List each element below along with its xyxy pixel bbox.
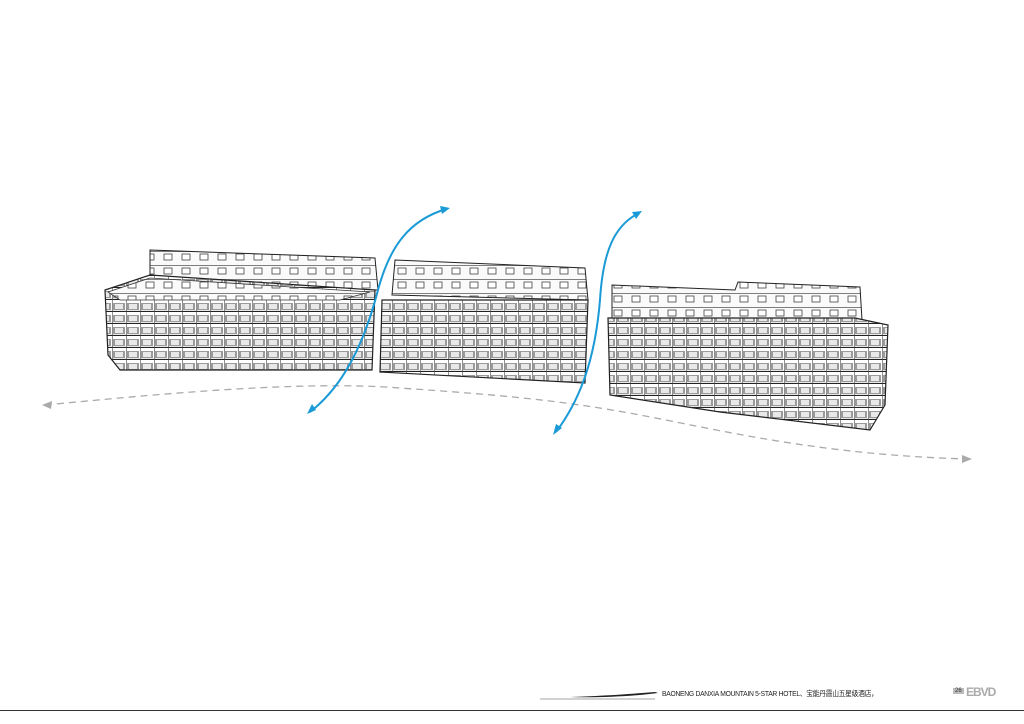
path-arrowhead-west-icon (42, 401, 52, 409)
building-east (607, 281, 889, 431)
airflow-arrow-west (307, 206, 450, 414)
building-diagram (42, 206, 972, 463)
building-west (104, 249, 379, 371)
path-arrowhead-east-icon (962, 455, 972, 463)
footer: BAONENG DANXIA MOUNTAIN 5-STAR HOTEL、宝能丹… (0, 684, 1024, 724)
firm-logo: EBVD (966, 685, 996, 699)
swoosh-logo-icon (540, 692, 658, 700)
airflow-arrow-east (553, 211, 642, 435)
page-number: 26 (953, 688, 964, 694)
project-caption: BAONENG DANXIA MOUNTAIN 5-STAR HOTEL、宝能丹… (662, 689, 878, 698)
footer-divider (0, 710, 1024, 711)
site-path-dashed (44, 385, 969, 460)
building-center (379, 259, 589, 384)
